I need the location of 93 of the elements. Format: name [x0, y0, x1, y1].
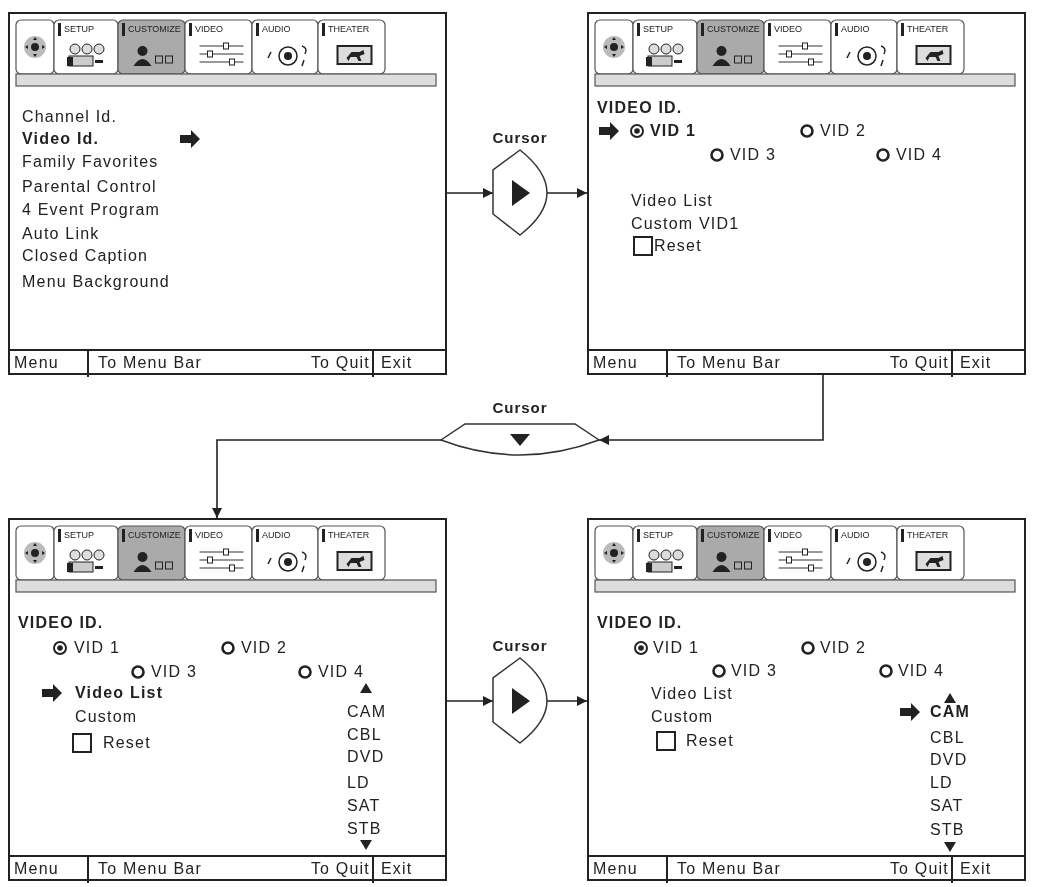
- tab-label: CUSTOMIZE: [707, 23, 760, 35]
- tab-label: VIDEO: [774, 529, 802, 541]
- menu-item: 4 Event Program: [22, 200, 161, 220]
- source-item: STB: [347, 819, 382, 839]
- menu-screen: [587, 12, 1026, 375]
- bar-label: Menu: [593, 353, 638, 373]
- tab-label: SETUP: [64, 23, 94, 35]
- section-heading: VIDEO ID.: [597, 98, 683, 118]
- bar-label: Menu: [14, 353, 59, 373]
- menu-item: Video Id.: [22, 129, 100, 149]
- tab-label: THEATER: [328, 529, 370, 541]
- tab-label: CUSTOMIZE: [128, 23, 181, 35]
- source-item: DVD: [930, 750, 968, 770]
- menu-item: Video List: [75, 683, 164, 703]
- tab-label: CUSTOMIZE: [128, 529, 181, 541]
- menu-item: Custom: [651, 707, 714, 727]
- cursor-label: Cursor: [491, 128, 549, 148]
- bar-label: Exit: [381, 353, 413, 373]
- tab-label: AUDIO: [841, 23, 870, 35]
- option-label: VID 1: [653, 638, 699, 658]
- menu-item: Custom: [75, 707, 138, 727]
- option-label: VID 2: [241, 638, 287, 658]
- source-item: SAT: [347, 796, 381, 816]
- menu-item: Auto Link: [22, 224, 100, 244]
- source-item: CBL: [930, 728, 965, 748]
- menu-item: Video List: [651, 684, 733, 704]
- menu-screen: [587, 518, 1026, 881]
- cursor-label: Cursor: [491, 398, 549, 418]
- tab-label: THEATER: [328, 23, 370, 35]
- option-label: VID 4: [896, 145, 942, 165]
- menu-item: Menu Background: [22, 272, 170, 292]
- bar-label: To Quit: [310, 859, 370, 879]
- menu-item: Reset: [686, 731, 734, 751]
- option-label: VID 4: [898, 661, 944, 681]
- menu-item: Parental Control: [22, 177, 157, 197]
- tab-label: SETUP: [64, 529, 94, 541]
- tab-label: THEATER: [907, 529, 949, 541]
- arrow: [546, 188, 588, 198]
- arrow: [446, 188, 494, 198]
- source-item: CAM: [930, 702, 971, 722]
- bar-label: To Quit: [889, 859, 949, 879]
- option-label: VID 3: [731, 661, 777, 681]
- bar-label: Exit: [960, 353, 992, 373]
- tab-label: SETUP: [643, 529, 673, 541]
- bar-label: Menu: [14, 859, 59, 879]
- bar-label: To Menu Bar: [98, 353, 202, 373]
- source-item: LD: [930, 773, 953, 793]
- menu-screen: [8, 12, 447, 375]
- bar-label: To Menu Bar: [98, 859, 202, 879]
- source-item: SAT: [930, 796, 964, 816]
- source-item: DVD: [347, 747, 385, 767]
- option-label: VID 3: [151, 662, 197, 682]
- arrow: [598, 374, 824, 445]
- option-label: VID 4: [318, 662, 364, 682]
- tab-label: VIDEO: [195, 529, 223, 541]
- option-label: VID 3: [730, 145, 776, 165]
- arrow: [446, 696, 494, 706]
- bar-label: Exit: [960, 859, 992, 879]
- tab-label: VIDEO: [774, 23, 802, 35]
- tab-label: VIDEO: [195, 23, 223, 35]
- section-heading: VIDEO ID.: [18, 613, 104, 633]
- tab-label: SETUP: [643, 23, 673, 35]
- cursor-label: Cursor: [491, 636, 549, 656]
- tab-label: AUDIO: [262, 529, 291, 541]
- arrow: [546, 696, 588, 706]
- option-label: VID 1: [74, 638, 120, 658]
- source-item: STB: [930, 820, 965, 840]
- bar-label: To Menu Bar: [677, 353, 781, 373]
- menu-item: Closed Caption: [22, 246, 149, 266]
- tab-label: THEATER: [907, 23, 949, 35]
- menu-item: Video List: [631, 191, 713, 211]
- bar-label: To Menu Bar: [677, 859, 781, 879]
- bar-label: To Quit: [889, 353, 949, 373]
- menu-screen: [8, 518, 447, 881]
- arrow: [212, 439, 442, 519]
- menu-item: Channel Id.: [22, 107, 118, 127]
- tab-label: CUSTOMIZE: [707, 529, 760, 541]
- menu-item: Family Favorites: [22, 152, 159, 172]
- menu-item: Reset: [654, 236, 702, 256]
- bar-label: Menu: [593, 859, 638, 879]
- source-item: CBL: [347, 725, 382, 745]
- menu-item: Reset: [103, 733, 151, 753]
- tab-label: AUDIO: [841, 529, 870, 541]
- section-heading: VIDEO ID.: [597, 613, 683, 633]
- bar-label: To Quit: [310, 353, 370, 373]
- menu-item: Custom VID1: [631, 214, 740, 234]
- option-label: VID 2: [820, 638, 866, 658]
- tab-label: AUDIO: [262, 23, 291, 35]
- source-item: LD: [347, 773, 370, 793]
- option-label: VID 2: [820, 121, 866, 141]
- source-item: CAM: [347, 702, 387, 722]
- option-label: VID 1: [650, 121, 696, 141]
- bar-label: Exit: [381, 859, 413, 879]
